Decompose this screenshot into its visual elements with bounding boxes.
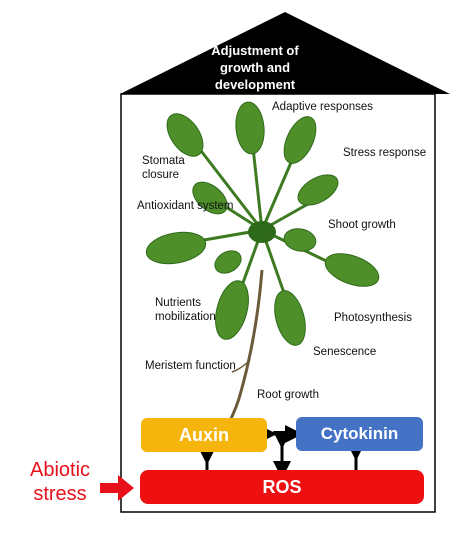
label-nutrients-mobilization: Nutrients mobilization [155,297,216,323]
abiotic-stress-arrow [100,475,134,501]
label-stomata-closure: Stomata closure [142,155,185,181]
label-meristem-function: Meristem function [145,360,236,372]
label-antioxidant-system: Antioxidant system [137,200,234,212]
auxin-box: Auxin [141,418,267,452]
label-senescence: Senescence [313,346,377,358]
plant-illustration [145,101,380,431]
label-stress-response: Stress response [343,147,427,159]
roof-title: Adjustment of growth and development [211,43,299,92]
house-roof [120,12,450,94]
house-body [120,93,436,513]
label-photosynthesis: Photosynthesis [334,312,412,324]
ros-box: ROS [140,470,424,504]
label-root-growth: Root growth [257,389,320,401]
label-shoot-growth: Shoot growth [328,219,396,231]
abiotic-stress-label: Abiotic stress [29,459,91,505]
cytokinin-box: Cytokinin [296,417,423,451]
label-adaptive-responses: Adaptive responses [272,101,374,113]
